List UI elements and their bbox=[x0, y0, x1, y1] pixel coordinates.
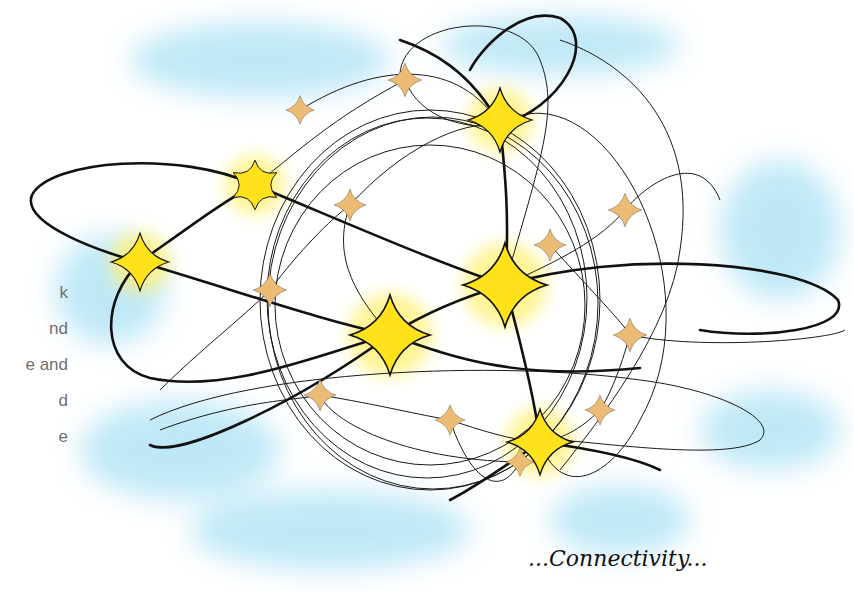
hub-node bbox=[111, 88, 573, 475]
cropped-text: d bbox=[59, 391, 68, 411]
minor-node bbox=[253, 63, 647, 476]
cropped-text: nd bbox=[49, 319, 68, 339]
strong-links bbox=[31, 16, 839, 500]
cropped-text: k bbox=[60, 283, 69, 303]
cropped-text: e bbox=[59, 427, 68, 447]
sky-wash bbox=[55, 15, 840, 570]
handwritten-caption: ...Connectivity... bbox=[528, 546, 707, 572]
node-glow bbox=[110, 88, 574, 476]
cropped-text: e and bbox=[25, 355, 68, 375]
thin-links bbox=[150, 26, 845, 490]
